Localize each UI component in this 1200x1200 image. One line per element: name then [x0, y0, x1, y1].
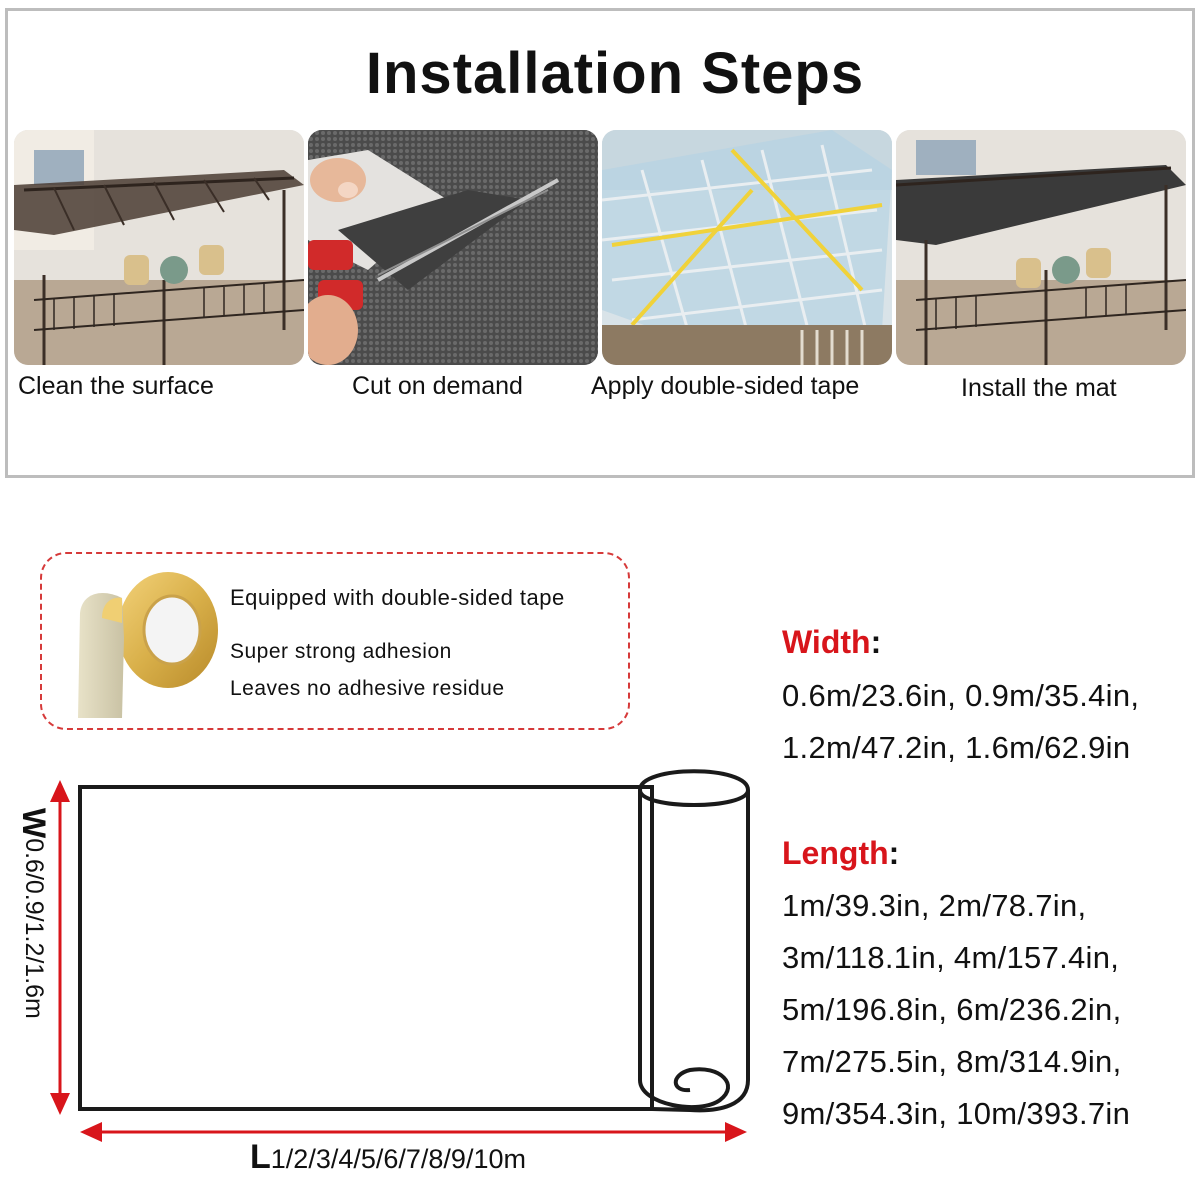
double-sided-tape-roll-icon [78, 572, 218, 718]
width-values-line-1: 0.6m/23.6in, 0.9m/35.4in, [782, 678, 1140, 713]
width-dimension-letter: W [16, 808, 52, 839]
length-dimension-letter: L [250, 1138, 271, 1176]
length-label-colon: : [888, 835, 900, 871]
length-dimension-label: L1/2/3/4/5/6/7/8/9/10m [250, 1138, 526, 1177]
installation-title: Installation Steps [365, 41, 865, 106]
step-label-clean: Clean the surface [18, 372, 214, 400]
length-values-line-3: 5m/196.8in, 6m/236.2in, [782, 992, 1122, 1027]
width-label: Width: [782, 624, 881, 661]
step-image-tape [602, 130, 892, 365]
length-dimension-values: 1/2/3/4/5/6/7/8/9/10m [270, 1144, 526, 1174]
tape-feature-adhesion: Super strong adhesion [230, 640, 452, 663]
tape-feature-title: Equipped with double-sided tape [230, 585, 565, 610]
length-values-line-5: 9m/354.3in, 10m/393.7in [782, 1096, 1131, 1131]
width-arrow [50, 780, 70, 1115]
step-image-clean [14, 130, 304, 365]
tape-feature-residue: Leaves no adhesive residue [230, 677, 505, 700]
step-image-install [896, 130, 1186, 365]
length-label-text: Length [782, 835, 889, 871]
width-dimension-label: W0.6/0.9/1.2/1.6m [12, 808, 52, 1108]
length-values-line-1: 1m/39.3in, 2m/78.7in, [782, 888, 1087, 923]
length-values-line-4: 7m/275.5in, 8m/314.9in, [782, 1044, 1122, 1079]
length-values-line-2: 3m/118.1in, 4m/157.4in, [782, 940, 1120, 975]
step-image-cut [308, 130, 598, 365]
width-label-colon: : [870, 624, 882, 660]
width-dimension-values: 0.6/0.9/1.2/1.6m [20, 838, 48, 1019]
step-label-cut: Cut on demand [352, 372, 523, 400]
width-values-line-2: 1.2m/47.2in, 1.6m/62.9in [782, 730, 1131, 765]
mat-roll-outline [78, 769, 750, 1113]
tape-feature-box [40, 552, 630, 730]
roll-dimension-diagram [50, 769, 750, 1142]
length-label: Length: [782, 835, 899, 872]
step-label-tape: Apply double-sided tape [591, 372, 860, 400]
width-label-text: Width [782, 624, 871, 660]
step-label-install: Install the mat [961, 374, 1117, 402]
length-arrow [80, 1122, 747, 1142]
